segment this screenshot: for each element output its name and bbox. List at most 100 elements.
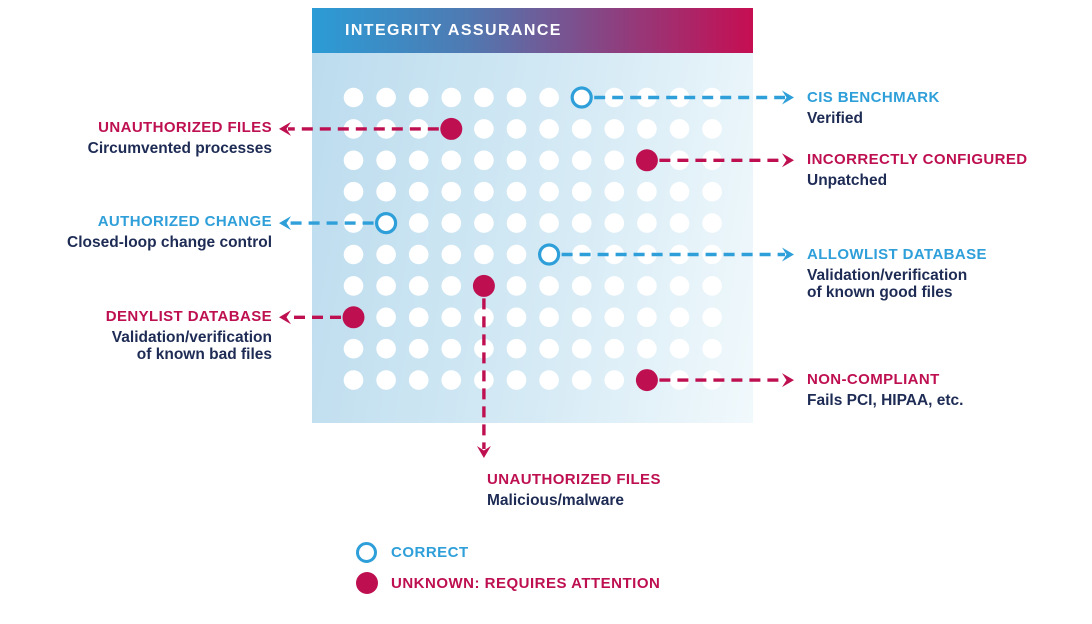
grid-dot (604, 244, 625, 265)
callout-title: ALLOWLIST DATABASE (807, 246, 987, 263)
grid-dot (408, 370, 429, 390)
marker-correct-cis-benchmark (570, 86, 593, 109)
callout-subtitle: of known bad files (136, 345, 272, 363)
grid-dot (408, 150, 429, 171)
callout-title: DENYLIST DATABASE (105, 308, 272, 325)
grid-dot (376, 370, 396, 390)
grid-dot (604, 213, 625, 233)
grid-dot (474, 87, 494, 108)
grid-dot (702, 213, 722, 233)
grid-dot (539, 119, 559, 139)
grid-dot (702, 338, 722, 359)
arrowhead-icon (782, 247, 794, 262)
grid-dot (604, 119, 625, 139)
grid-dot (539, 338, 559, 359)
callout-subtitle: Validation/verification (807, 267, 968, 284)
grid-dot (571, 276, 592, 296)
grid-dot (474, 181, 494, 202)
callout-subtitle: Circumvented processes (87, 140, 272, 157)
grid-dot (506, 307, 527, 328)
arrowhead-icon (476, 446, 491, 458)
grid-dot (702, 181, 722, 202)
callout-title: NON-COMPLIANT (807, 371, 940, 388)
grid-dot (441, 276, 462, 296)
grid-dot (637, 87, 657, 108)
grid-dot (669, 276, 690, 296)
callout-denylist-database: DENYLIST DATABASE Validation/verificatio… (12, 307, 272, 363)
grid-dot (441, 181, 462, 202)
callout-title: AUTHORIZED CHANGE (97, 213, 272, 230)
grid-dot (571, 150, 592, 171)
grid-dot (571, 181, 592, 202)
grid-dot (506, 370, 527, 390)
grid-dot (343, 244, 364, 265)
callout-title: CIS BENCHMARK (807, 89, 940, 106)
callout-unauthorized-files-malicious: UNAUTHORIZED FILES Malicious/malware (487, 470, 772, 510)
grid-dot (441, 244, 462, 265)
grid-dot (376, 276, 396, 296)
grid-dot (637, 276, 657, 296)
callout-subtitle: Fails PCI, HIPAA, etc. (807, 392, 964, 409)
callout-subtitle: of known good files (807, 283, 953, 301)
grid-dot (702, 119, 722, 139)
grid-dot (474, 119, 494, 139)
marker-unknown-unauthorized-files-malicious (472, 274, 495, 297)
callout-unauthorized-files-circumvented: UNAUTHORIZED FILES Circumvented processe… (12, 118, 272, 158)
legend-item-correct: CORRECT (356, 541, 660, 563)
callout-title: UNAUTHORIZED FILES (98, 119, 272, 136)
grid-dot (669, 338, 690, 359)
marker-unknown-unauthorized-files-circumvented (440, 117, 463, 140)
grid-dot (669, 87, 690, 108)
callout-subtitle: Malicious/malware (487, 492, 624, 509)
legend: CORRECT UNKNOWN: REQUIRES ATTENTION (356, 541, 660, 603)
grid-dot (604, 150, 625, 171)
grid-dot (343, 119, 364, 139)
arrowhead-icon (279, 121, 291, 136)
grid-dot (571, 119, 592, 139)
arrowhead-icon (782, 90, 794, 105)
legend-label: UNKNOWN: REQUIRES ATTENTION (391, 574, 661, 592)
grid-dot (637, 338, 657, 359)
grid-dot (637, 307, 657, 328)
grid-dot (539, 370, 559, 390)
grid-dot (539, 213, 559, 233)
grid-dot (571, 370, 592, 390)
callout-subtitle: Validation/verification (111, 329, 272, 346)
arrowhead-icon (782, 153, 794, 168)
grid-dot (506, 181, 527, 202)
callout-non-compliant: NON-COMPLIANT Fails PCI, HIPAA, etc. (807, 370, 1092, 410)
grid-dot (408, 276, 429, 296)
grid-dot (474, 213, 494, 233)
grid-dot (571, 338, 592, 359)
grid-dot (604, 338, 625, 359)
marker-correct-authorized-change (375, 212, 398, 235)
grid-dot (343, 150, 364, 171)
grid-dot (376, 181, 396, 202)
grid-dot (408, 181, 429, 202)
grid-dot (441, 150, 462, 171)
callout-subtitle: Unpatched (807, 172, 888, 189)
arrowhead-icon (279, 216, 291, 231)
grid-dot (539, 87, 559, 108)
grid-dot (637, 119, 657, 139)
grid-dot (669, 119, 690, 139)
grid-dot (408, 87, 429, 108)
grid-dot (506, 338, 527, 359)
grid-dot (604, 276, 625, 296)
grid-dot (506, 150, 527, 171)
grid-dot (408, 307, 429, 328)
grid-dot (669, 307, 690, 328)
grid-dot (571, 307, 592, 328)
marker-unknown-denylist-database (342, 306, 365, 329)
grid-dot (441, 338, 462, 359)
grid-dot (408, 213, 429, 233)
grid-dot (441, 87, 462, 108)
grid-dot (376, 244, 396, 265)
grid-dot (343, 370, 364, 390)
callout-title: UNAUTHORIZED FILES (487, 471, 661, 488)
grid-dot (539, 276, 559, 296)
grid-dot (441, 213, 462, 233)
unknown-circle-icon (356, 572, 378, 594)
